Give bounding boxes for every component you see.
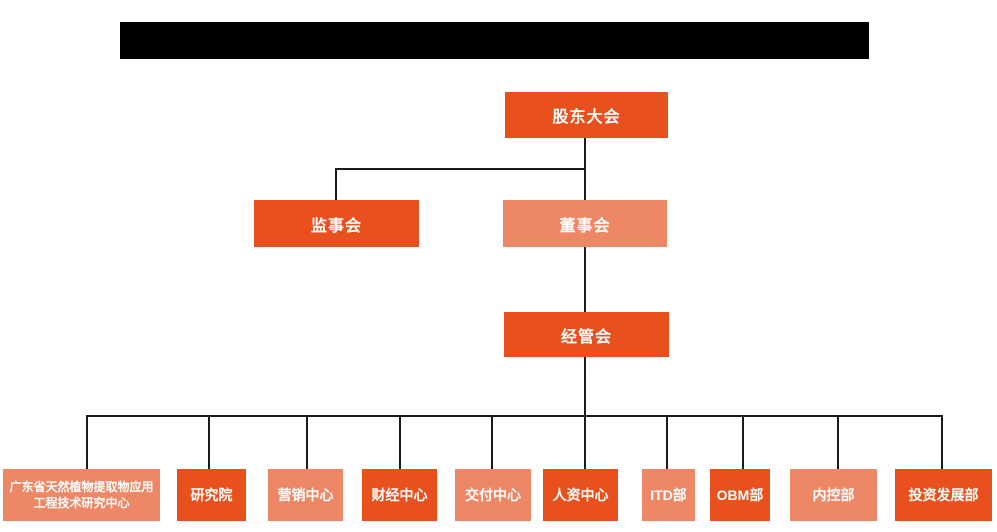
org-node-itd-dept: ITD部 bbox=[642, 469, 695, 521]
connector-line bbox=[208, 415, 210, 469]
connector-line bbox=[941, 415, 943, 469]
org-node-investment-development-dept: 投资发展部 bbox=[895, 469, 992, 521]
org-node-obm-dept: OBM部 bbox=[710, 469, 770, 521]
org-node-delivery-center: 交付中心 bbox=[455, 469, 531, 521]
connector-line bbox=[584, 247, 586, 312]
org-node-finance-center: 财经中心 bbox=[362, 469, 437, 521]
org-node-marketing-center: 营销中心 bbox=[268, 469, 343, 521]
org-node-research-institute: 研究院 bbox=[177, 469, 246, 521]
org-node-hr-center: 人资中心 bbox=[543, 469, 618, 521]
connector-line bbox=[837, 415, 839, 469]
connector-line bbox=[584, 415, 586, 469]
org-node-supervisory-board: 监事会 bbox=[254, 200, 419, 247]
connector-line bbox=[491, 415, 493, 469]
org-node-gd-plant-extract-research-center: 广东省天然植物提取物应用工程技术研究中心 bbox=[3, 469, 160, 521]
connector-line bbox=[399, 415, 401, 469]
org-node-board-of-directors: 董事会 bbox=[503, 200, 667, 247]
connector-line bbox=[584, 357, 586, 416]
connector-line bbox=[86, 415, 943, 417]
connector-line bbox=[86, 415, 88, 469]
org-node-shareholders-meeting: 股东大会 bbox=[505, 92, 668, 138]
redacted-title-bar bbox=[120, 22, 869, 59]
org-node-management-committee: 经管会 bbox=[504, 312, 669, 357]
connector-line bbox=[742, 415, 744, 469]
connector-line bbox=[335, 168, 586, 170]
connector-line bbox=[335, 168, 337, 200]
org-node-internal-control-dept: 内控部 bbox=[790, 469, 877, 521]
connector-line bbox=[666, 415, 668, 469]
connector-line bbox=[306, 415, 308, 469]
